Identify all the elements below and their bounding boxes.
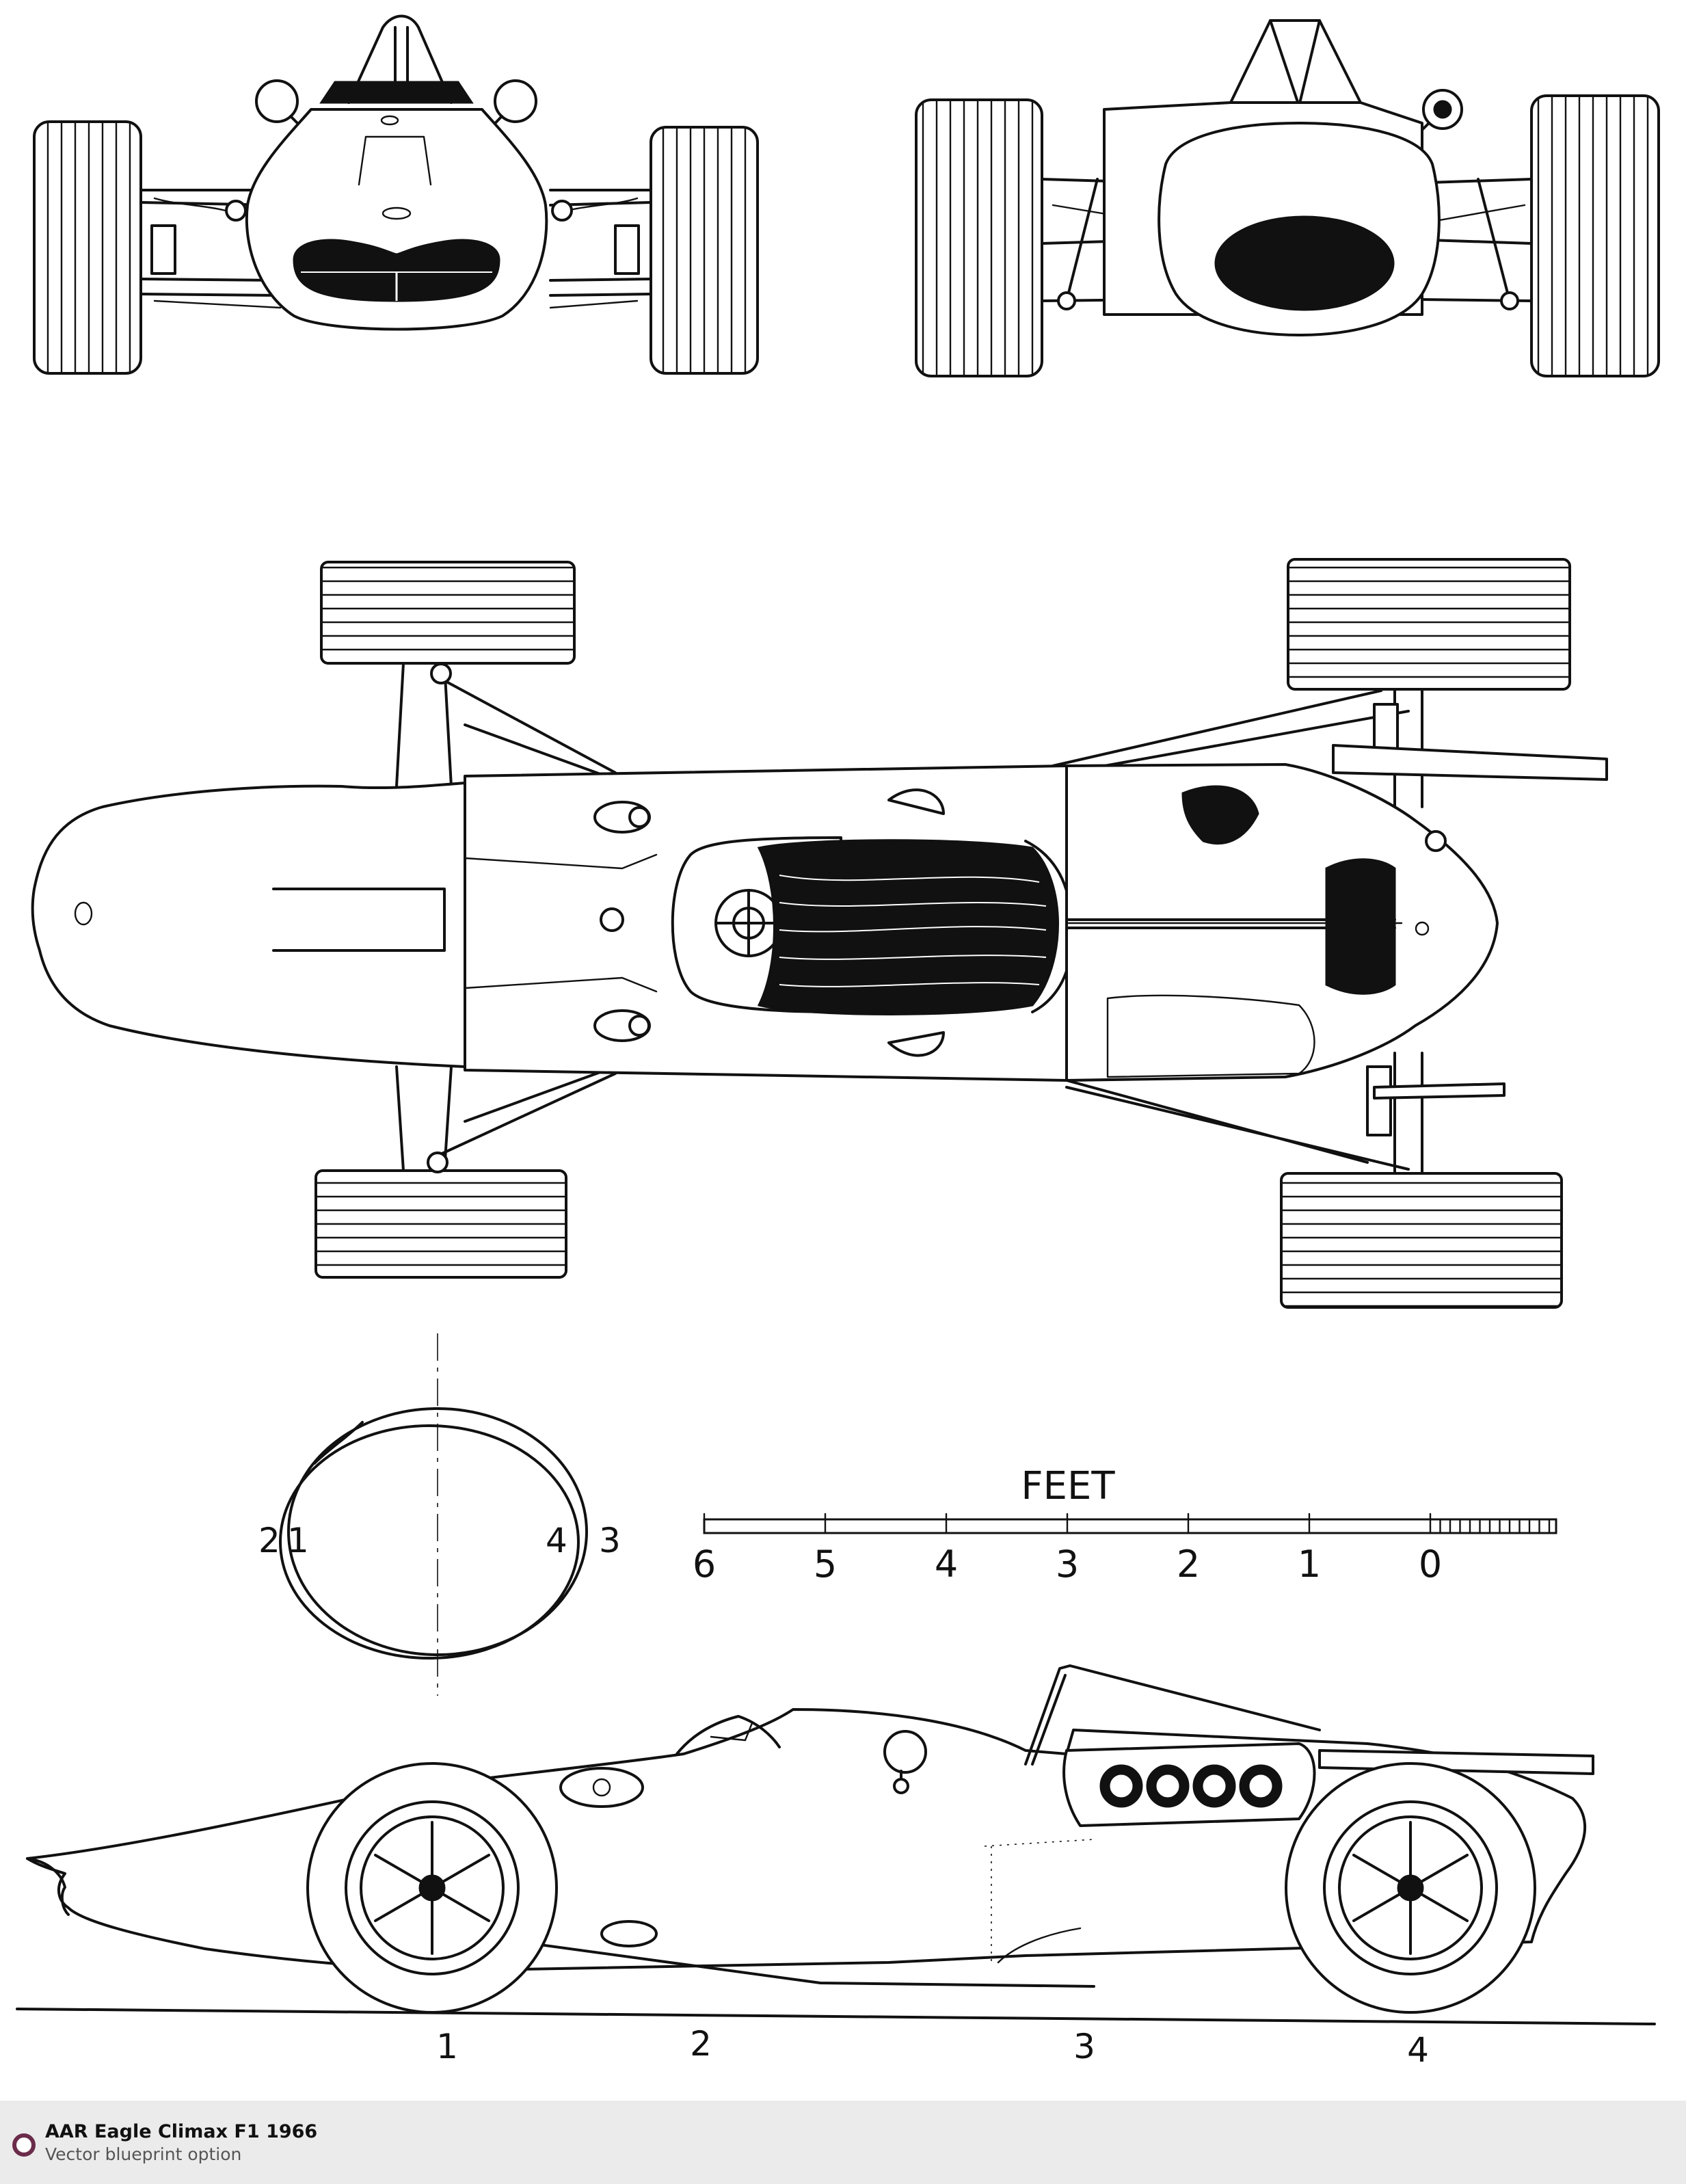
footer-bar: AAR Eagle Climax F1 1966 Vector blueprin… <box>0 2101 1686 2184</box>
plan-view <box>31 558 1608 1309</box>
rear-wheel-spokes <box>1352 1821 1469 1955</box>
section-label-3: 3 <box>599 1521 621 1560</box>
section-label-2: 2 <box>258 1521 280 1560</box>
side-view: 1 2 3 4 <box>16 1664 1656 2070</box>
section-label-4: 4 <box>546 1521 567 1560</box>
scale-tick-label: 4 <box>935 1543 958 1586</box>
station-label-3: 3 <box>1073 2027 1095 2066</box>
scale-ticks <box>703 1513 1551 1534</box>
scale-tick-label: 5 <box>814 1543 837 1586</box>
drawing-subtitle: Vector blueprint option <box>45 2144 242 2164</box>
cross-section: 2 1 4 3 <box>258 1333 621 1696</box>
station-label-2: 2 <box>690 2024 712 2064</box>
section-label-1: 1 <box>287 1521 309 1560</box>
scale-bar: FEET 6 5 4 3 2 1 0 <box>693 1464 1557 1586</box>
scale-unit-label: FEET <box>1021 1464 1115 1508</box>
scale-tick-label: 3 <box>1056 1543 1079 1586</box>
scale-tick-label: 2 <box>1177 1543 1200 1586</box>
scale-tick-label: 6 <box>693 1543 716 1586</box>
station-label-1: 1 <box>436 2027 458 2066</box>
exhaust-stacks <box>1099 1764 1283 1808</box>
station-label-4: 4 <box>1407 2030 1429 2070</box>
scale-tick-label: 1 <box>1298 1543 1321 1586</box>
rear-view <box>915 19 1660 377</box>
scale-labels: 6 5 4 3 2 1 0 <box>693 1543 1442 1586</box>
brand-logo-icon <box>12 2133 36 2157</box>
front-view <box>33 14 759 375</box>
front-wheel-spokes <box>374 1821 490 1955</box>
drawing-title: AAR Eagle Climax F1 1966 <box>45 2121 318 2142</box>
scale-tick-label: 0 <box>1419 1543 1442 1586</box>
